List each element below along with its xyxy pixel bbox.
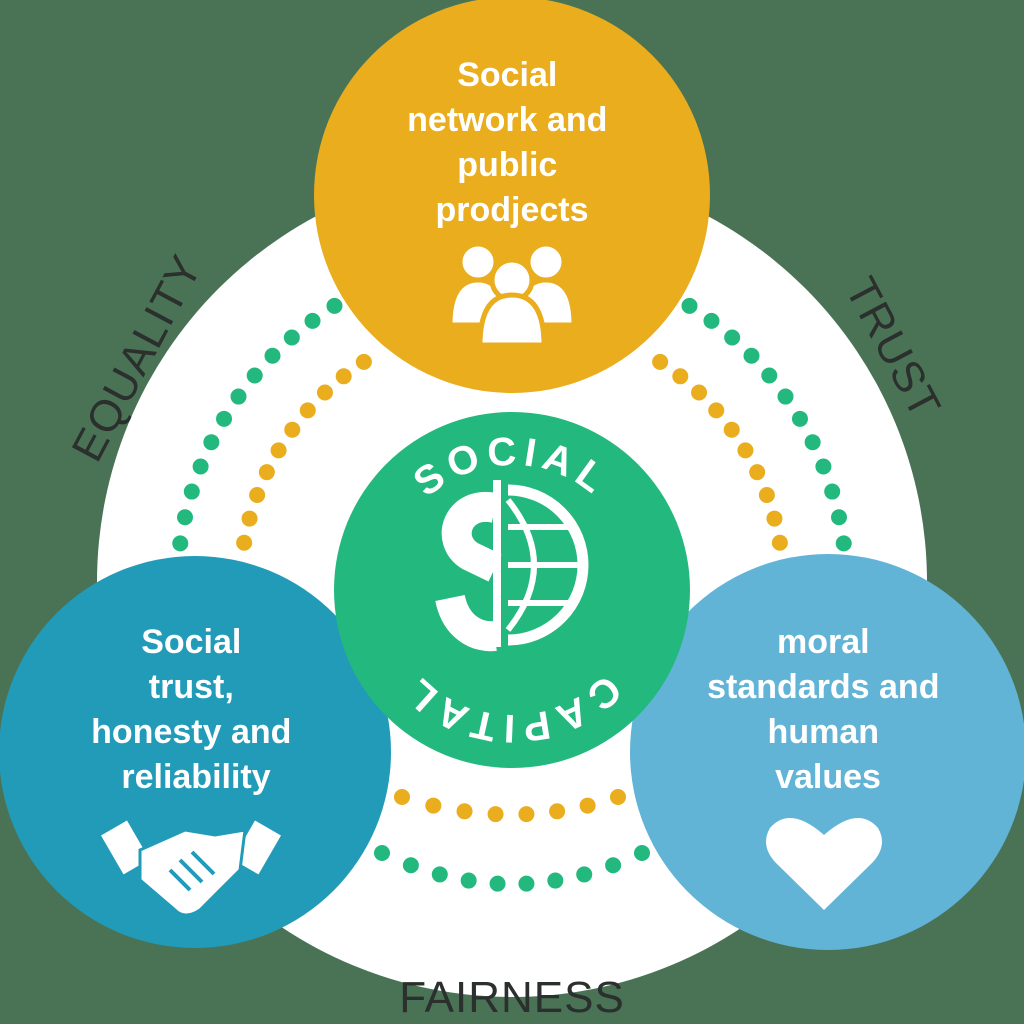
dot-green-left [246,367,263,384]
heart-icon [766,818,882,910]
center-social-capital: SOCIAL CAPITAL [334,412,690,768]
dot-orange-right [652,353,669,370]
dot-green-bottom [431,866,448,883]
dot-orange-right [708,402,725,419]
dot-orange-right [771,534,788,551]
dot-green-left [230,388,247,405]
dot-orange-bottom [394,789,410,805]
dot-orange-bottom [610,789,626,805]
dot-orange-left [258,464,275,481]
dot-orange-bottom [456,803,473,820]
people-group-icon [447,241,577,348]
dot-orange-right [723,421,740,438]
dot-orange-right [758,486,775,503]
dot-green-right [777,388,794,405]
dot-orange-right [766,510,783,527]
dot-orange-left [299,402,316,419]
dollar-globe-icon [435,480,589,652]
dotted-arcs [172,297,852,892]
dot-green-left [216,410,233,427]
dot-orange-left [241,510,258,527]
dot-orange-left [355,353,372,370]
dot-orange-left [249,486,266,503]
dot-orange-bottom [425,797,442,814]
node-text-top: Social network and public prodjects [407,56,617,229]
dot-green-left [183,483,200,500]
dot-orange-left [335,368,352,385]
dot-green-bottom [460,872,477,889]
dot-green-bottom [605,857,622,874]
dot-green-left [176,509,193,526]
dot-green-right [791,410,808,427]
dot-green-bottom [489,875,506,892]
dot-green-right [835,535,852,552]
dot-green-bottom [402,857,419,874]
dot-green-bottom [547,872,564,889]
dot-green-bottom [576,866,593,883]
dot-orange-bottom [518,806,535,823]
fairness-label: FAIRNESS [399,973,625,1022]
node-social-network: Social network and public prodjects [314,0,710,393]
node-circle-right [630,554,1024,950]
dot-green-left [326,297,343,314]
center-circle [334,412,690,768]
dot-orange-bottom [579,797,596,814]
dot-green-right [743,347,760,364]
dot-green-left [264,347,281,364]
node-text-left: Social trust, honesty and reliability [91,623,301,796]
dot-orange-right [691,384,708,401]
dot-orange-right [749,464,766,481]
dot-green-right [831,509,848,526]
dot-green-right [824,483,841,500]
dot-green-right [804,434,821,451]
dot-green-bottom [374,845,390,861]
node-circle-top [314,0,710,393]
dot-orange-bottom [487,806,504,823]
node-circle-left [0,556,391,948]
dot-orange-left [316,384,333,401]
dot-green-left [203,434,220,451]
dot-green-right [761,367,778,384]
handshake-icon [101,820,281,917]
dot-green-left [304,312,321,329]
dot-orange-left [270,442,287,459]
dot-green-right [703,312,720,329]
dot-orange-bottom [549,803,566,820]
dot-green-right [724,329,741,346]
dot-green-left [192,458,209,475]
node-social-trust: Social trust, honesty and reliability [0,556,391,948]
dot-orange-left [236,534,253,551]
dot-orange-left [284,421,301,438]
dot-green-left [283,329,300,346]
dot-green-left [172,535,189,552]
dot-orange-right [672,368,689,385]
dot-green-bottom [518,875,535,892]
node-text-right: moral standards and human values [707,623,949,796]
dot-orange-right [737,442,754,459]
dot-green-bottom [634,845,650,861]
node-moral-standards: moral standards and human values [630,554,1024,950]
dot-green-right [681,297,698,314]
dot-green-right [815,458,832,475]
